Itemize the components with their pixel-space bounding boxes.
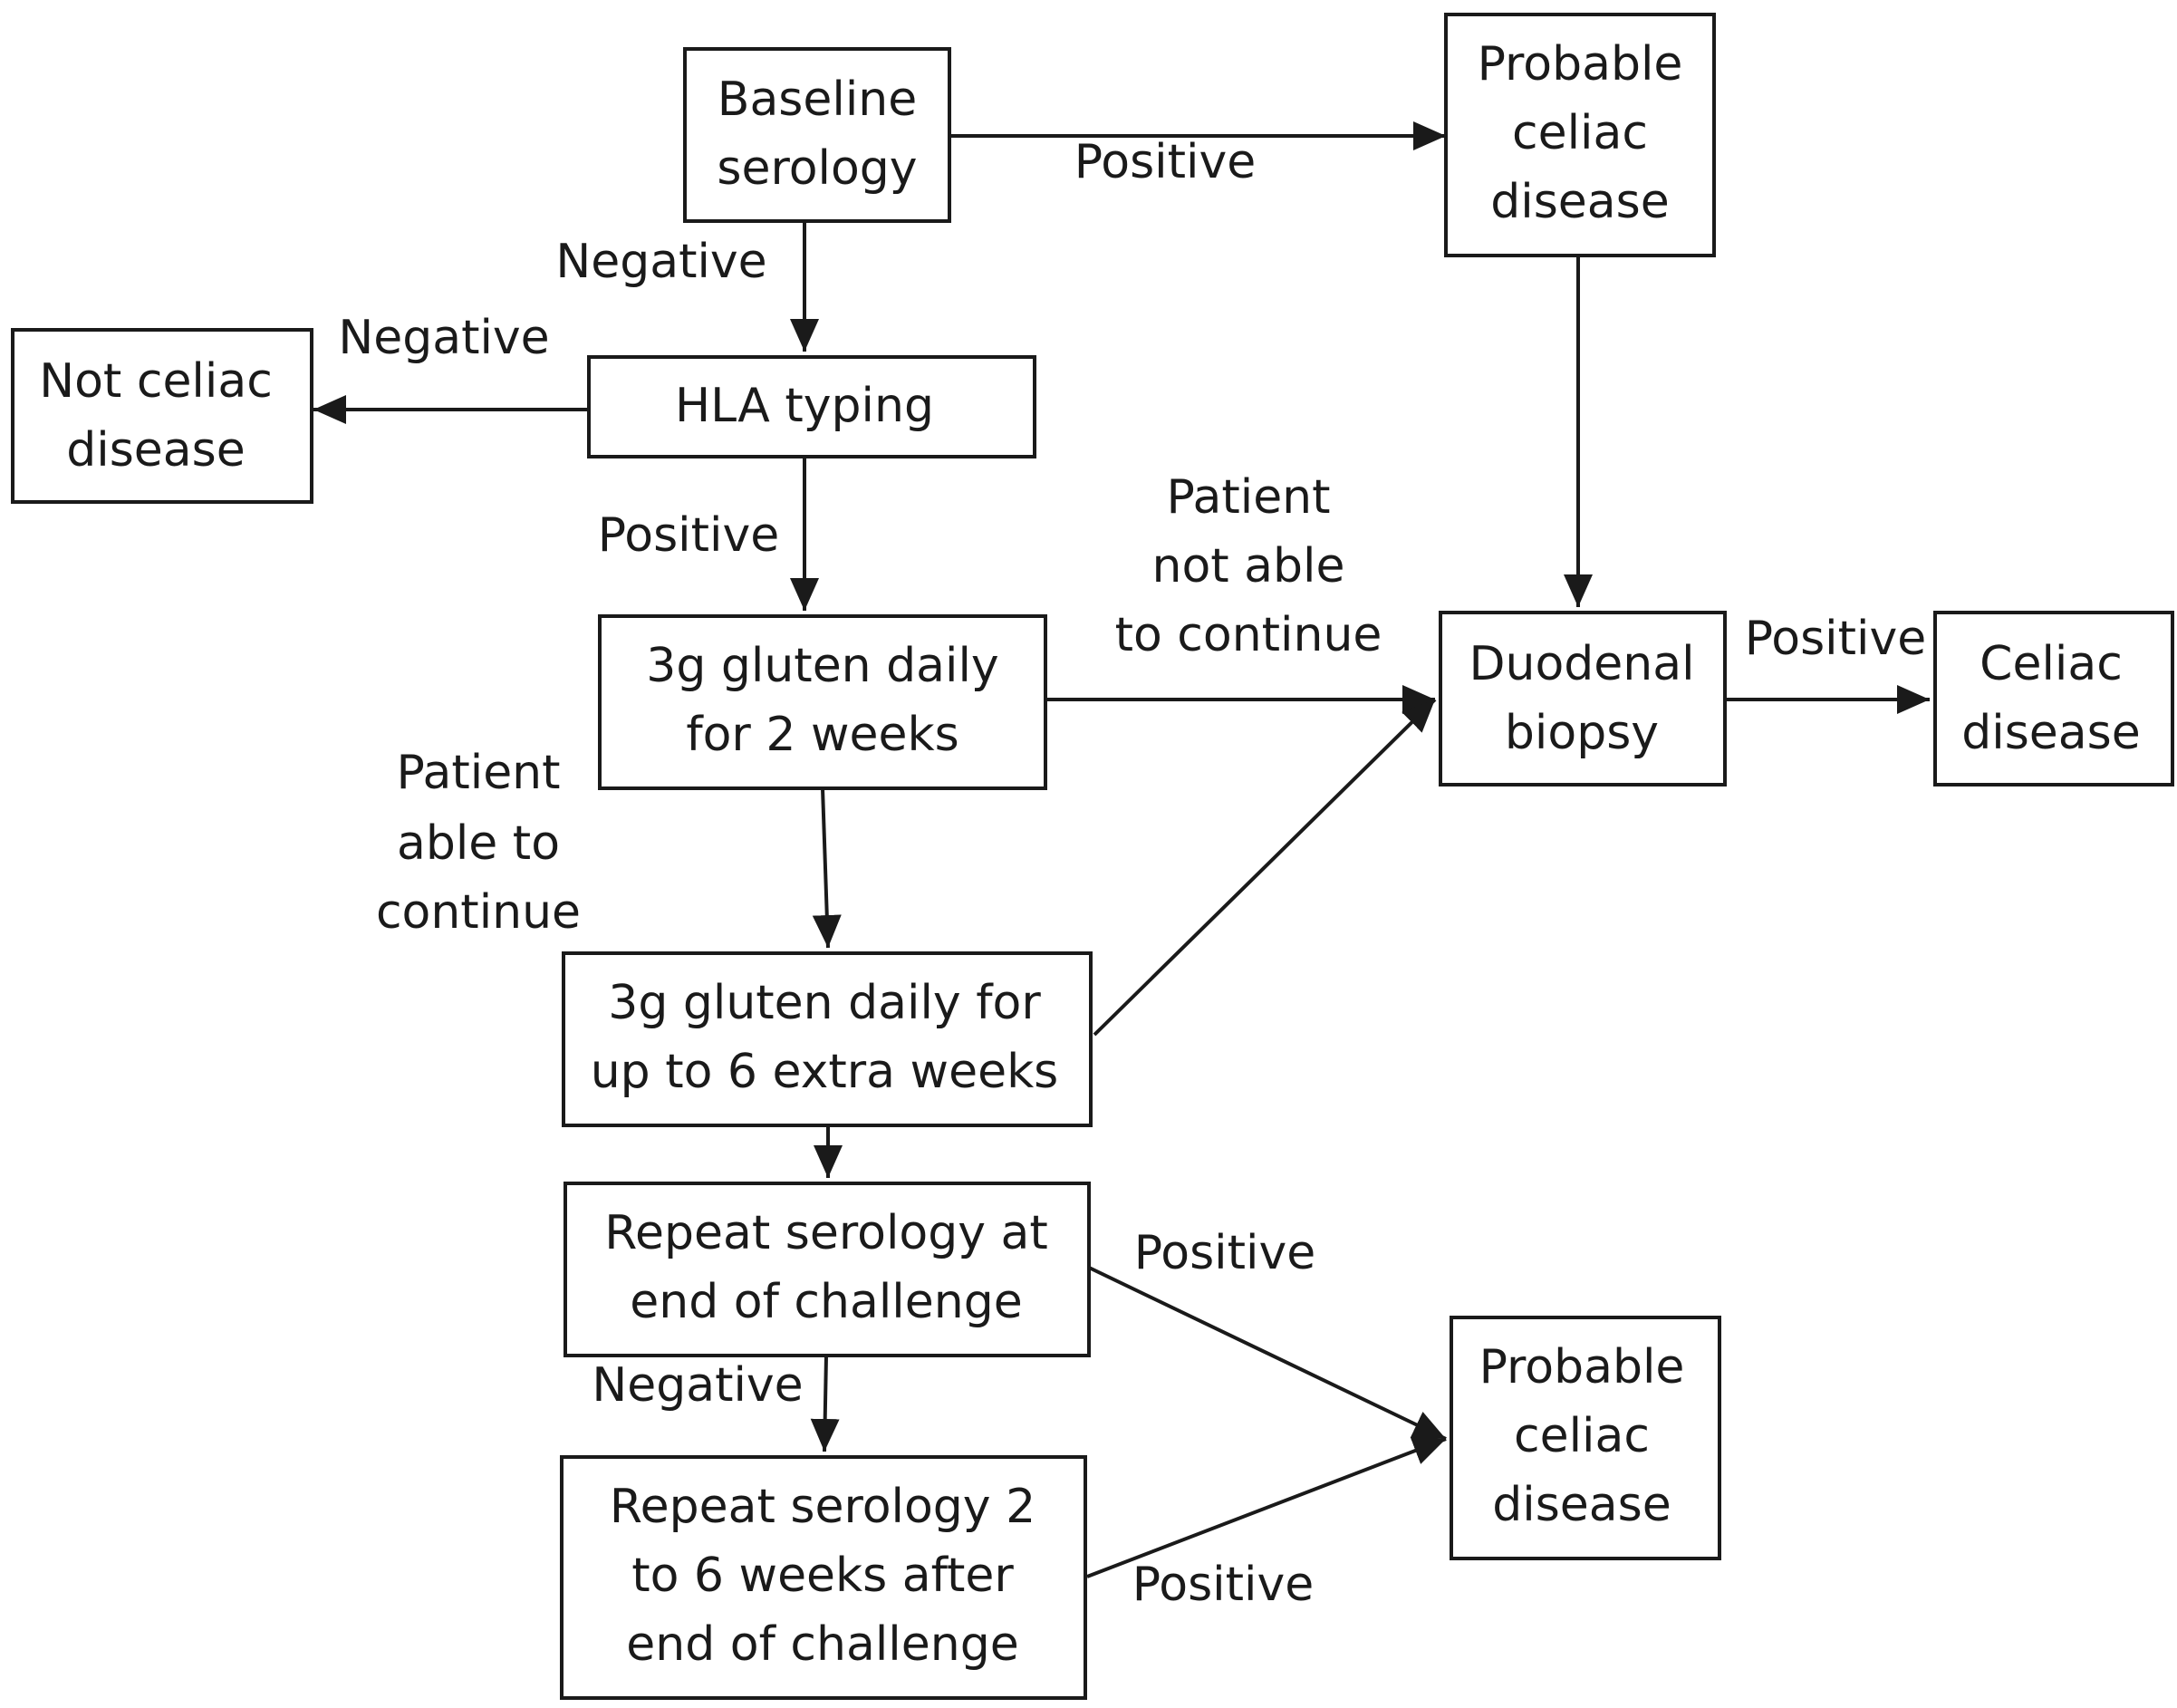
edges <box>313 121 1930 1578</box>
node-duodenal-biopsy-line-2: biopsy <box>1505 706 1659 760</box>
node-probable-celiac-bottom-line-1: Probable <box>1479 1340 1685 1394</box>
node-gluten-6-weeks: 3g gluten daily for up to 6 extra weeks <box>562 951 1093 1127</box>
node-not-celiac: Not celiac disease <box>11 328 313 504</box>
node-gluten-2-weeks-line-2: for 2 weeks <box>686 708 958 762</box>
node-not-celiac-line-1: Not celiac <box>39 354 273 409</box>
node-probable-celiac-top-line-2: celiac <box>1512 106 1648 160</box>
edge-serology-end-to-probable <box>1086 1265 1447 1441</box>
label-gluten2-to-biopsy-line-2: not able <box>1151 539 1344 593</box>
node-baseline-serology: Baseline serology <box>683 47 951 223</box>
label-gluten2-to-biopsy-line-1: Patient <box>1166 470 1330 525</box>
label-serology-after-to-probable: Positive <box>1132 1558 1314 1612</box>
node-celiac-disease-line-1: Celiac <box>1980 637 2123 691</box>
node-celiac-disease: Celiac disease <box>1933 611 2174 786</box>
label-baseline-to-hla: Negative <box>555 235 766 289</box>
node-probable-celiac-top-line-3: disease <box>1490 175 1670 229</box>
node-not-celiac-line-2: disease <box>66 423 246 478</box>
node-repeat-serology-after-line-3: end of challenge <box>626 1617 1018 1672</box>
node-duodenal-biopsy-line-1: Duodenal <box>1469 637 1694 691</box>
label-hla-to-not-celiac: Negative <box>338 311 549 365</box>
node-hla-typing: HLA typing <box>587 355 1036 458</box>
node-probable-celiac-bottom-line-3: disease <box>1492 1478 1671 1532</box>
node-repeat-serology-end-line-2: end of challenge <box>630 1275 1022 1329</box>
node-baseline-serology-line-1: Baseline <box>718 72 917 127</box>
label-gluten2-to-gluten6-line-1: Patient <box>396 746 560 800</box>
node-repeat-serology-after: Repeat serology 2 to 6 weeks after end o… <box>560 1455 1087 1700</box>
edge-gluten2-to-gluten6 <box>812 787 842 949</box>
node-duodenal-biopsy: Duodenal biopsy <box>1439 611 1727 786</box>
label-biopsy-to-celiac: Positive <box>1745 612 1926 666</box>
label-serology-end-to-probable: Positive <box>1134 1226 1315 1280</box>
label-gluten2-to-gluten6-line-2: able to <box>397 816 560 871</box>
node-baseline-serology-line-2: serology <box>717 141 917 196</box>
node-probable-celiac-top: Probable celiac disease <box>1444 13 1716 257</box>
label-gluten2-to-gluten6-line-3: continue <box>376 885 581 940</box>
node-probable-celiac-bottom-line-2: celiac <box>1514 1409 1650 1463</box>
node-gluten-2-weeks-line-1: 3g gluten daily <box>646 639 998 693</box>
node-celiac-disease-line-2: disease <box>1961 706 2141 760</box>
node-repeat-serology-after-line-2: to 6 weeks after <box>631 1549 1014 1603</box>
node-repeat-serology-end-line-1: Repeat serology at <box>604 1206 1048 1260</box>
node-probable-celiac-top-line-1: Probable <box>1478 37 1683 92</box>
label-serology-end-to-after: Negative <box>592 1358 803 1413</box>
node-probable-celiac-bottom: Probable celiac disease <box>1450 1316 1721 1560</box>
node-hla-typing-line-1: HLA typing <box>675 379 934 433</box>
node-gluten-6-weeks-line-2: up to 6 extra weeks <box>591 1045 1059 1099</box>
node-repeat-serology-end: Repeat serology at end of challenge <box>564 1182 1091 1357</box>
edge-serology-after-to-probable <box>1086 1436 1447 1578</box>
label-gluten2-to-biopsy-line-3: to continue <box>1115 608 1382 662</box>
node-gluten-2-weeks: 3g gluten daily for 2 weeks <box>598 614 1047 790</box>
edge-labels: Positive Negative Negative Positive Pati… <box>338 135 1926 1612</box>
node-gluten-6-weeks-line-1: 3g gluten daily for <box>608 976 1041 1030</box>
label-hla-to-gluten: Positive <box>598 508 779 563</box>
label-baseline-to-probable: Positive <box>1074 135 1256 189</box>
node-repeat-serology-after-line-1: Repeat serology 2 <box>610 1480 1036 1534</box>
edge-gluten6-to-biopsy <box>1093 698 1437 1037</box>
edge-serology-end-to-after <box>810 1355 840 1452</box>
